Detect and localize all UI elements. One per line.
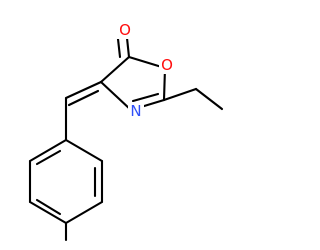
bond-c2-ethyl-ch2 bbox=[162, 87, 198, 102]
bond-c5-o-carbonyl bbox=[125, 36, 131, 59]
atom-label-o-ring: O bbox=[161, 56, 173, 74]
bond-n-c4 bbox=[99, 80, 133, 112]
bond-ar-inner-2 bbox=[35, 198, 62, 216]
bond-ar-6-1 bbox=[28, 138, 68, 163]
atom-label-o-carbonyl: O bbox=[119, 21, 131, 39]
bond-ar-3-4 bbox=[64, 200, 104, 225]
atom-o-carbonyl: O bbox=[117, 21, 133, 39]
bond-c5-o-carbonyl-double bbox=[116, 37, 122, 59]
bond-ar-1-2 bbox=[64, 138, 104, 163]
chemical-structure: O O N bbox=[28, 21, 224, 242]
bond-c4-c5 bbox=[99, 55, 131, 84]
bond-ethyl-ch2-ch3 bbox=[194, 87, 224, 111]
bond-c4-exocyclic-double bbox=[67, 89, 100, 107]
atom-o-ring: O bbox=[159, 56, 175, 74]
bond-ar-inner-3 bbox=[35, 149, 62, 166]
atom-label-n-ring: N bbox=[130, 102, 141, 120]
bond-c4-exocyclic bbox=[64, 80, 103, 100]
bond-c2-n-double bbox=[131, 92, 160, 103]
bond-ar-4-5 bbox=[28, 200, 68, 225]
atom-n-ring: N bbox=[128, 102, 144, 120]
